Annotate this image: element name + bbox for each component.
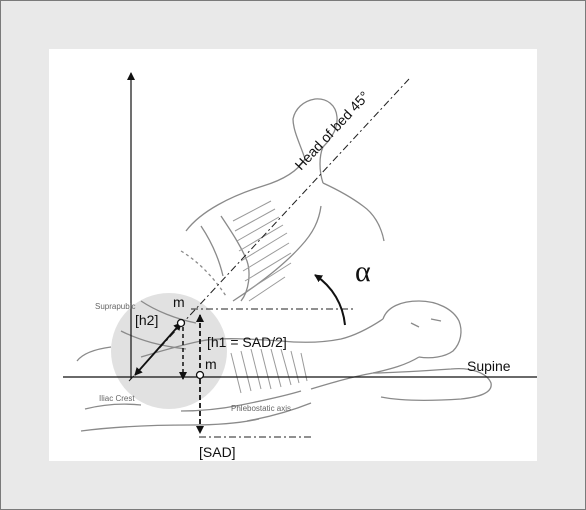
sad-label: [SAD] bbox=[199, 444, 236, 460]
supine-rib-hatching bbox=[231, 349, 307, 393]
alpha-angle-arrow bbox=[315, 275, 345, 325]
reclined-patient-sketch bbox=[121, 99, 384, 349]
alpha-label: α bbox=[355, 255, 371, 288]
h2-label: [h2] bbox=[135, 312, 158, 328]
suprapubic-label: Suprapubic bbox=[95, 302, 135, 311]
phlebostatic-axis-diagram: Head of bed 45° α Supine Suprapubic [h2]… bbox=[49, 49, 537, 461]
head-of-bed-label: Head of bed 45° bbox=[291, 88, 372, 173]
supine-label: Supine bbox=[467, 358, 511, 374]
m-lower-label: m bbox=[205, 356, 217, 372]
point-m-upper bbox=[178, 320, 185, 327]
figure-panel: Head of bed 45° α Supine Suprapubic [h2]… bbox=[49, 49, 537, 461]
h1-label: [h1 = SAD/2] bbox=[207, 334, 287, 350]
point-m-lower bbox=[197, 372, 204, 379]
m-upper-label: m bbox=[173, 294, 185, 310]
phlebostatic-axis-label: Phlebostatic axis bbox=[231, 404, 291, 413]
iliac-crest-label: Iliac Crest bbox=[99, 394, 135, 403]
